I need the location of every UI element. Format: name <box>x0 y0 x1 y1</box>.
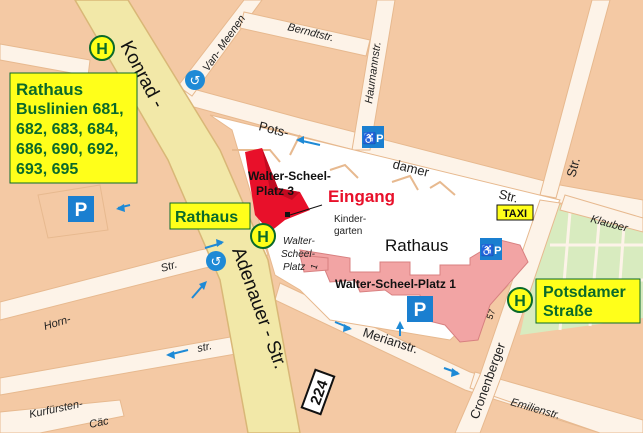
uturn-sign-mid: ↺ <box>206 251 226 271</box>
svg-text:P: P <box>414 300 427 321</box>
bus-stop-icon-rathaus: H <box>250 223 276 249</box>
bus-lines-line3: 682, 683, 684, <box>16 121 118 138</box>
svg-text:♿P: ♿P <box>362 132 383 145</box>
walter-scheel-3-line2: Platz 3 <box>256 184 294 198</box>
kindergarten-line1: Kinder- <box>334 214 366 225</box>
svg-text:H: H <box>257 229 269 246</box>
street-caec: Cäc <box>88 415 110 431</box>
arrow-heads <box>116 136 460 377</box>
parking-icon-left: P <box>68 196 94 222</box>
street-str-pots: Str. <box>497 186 520 205</box>
bus-lines-line2: Buslinien 681, <box>16 101 124 118</box>
svg-text:↺: ↺ <box>211 255 222 270</box>
svg-text:Potsdamer: Potsdamer <box>543 284 626 301</box>
entrance-arrow <box>289 204 323 216</box>
rathaus-stop-label: Rathaus <box>169 202 251 230</box>
potsdamer-stop-label: Potsdamer Straße <box>535 278 641 324</box>
svg-text:Rathaus: Rathaus <box>175 209 238 226</box>
eingang-label: Eingang <box>328 187 395 206</box>
street-str-lower: str. <box>196 340 213 355</box>
konrad-adenauer-road <box>74 0 301 433</box>
walter-scheel-1-label: Walter-Scheel-Platz 1 <box>335 277 456 291</box>
bus-lines-line4: 686, 690, 692, <box>16 141 118 158</box>
house-number-1: 1 <box>308 263 319 271</box>
bus-lines-line5: 693, 695 <box>16 161 78 178</box>
disabled-parking-icon-rathaus: ♿P <box>480 238 502 260</box>
street-str-horn: Str. <box>159 259 178 275</box>
disabled-parking-icon-top: ♿P <box>362 126 384 148</box>
walter-scheel-3-line1: Walter-Scheel- <box>248 169 331 183</box>
street-str-top: Str. <box>563 156 583 179</box>
walter-scheel-street-line3: Platz <box>283 262 305 273</box>
svg-text:Straße: Straße <box>543 303 593 320</box>
svg-text:↺: ↺ <box>190 74 201 89</box>
taxi-sign: TAXI <box>496 204 534 221</box>
bus-lines-line1: Rathaus <box>16 80 83 99</box>
svg-text:H: H <box>96 41 108 58</box>
svg-text:TAXI: TAXI <box>503 208 527 220</box>
walter-scheel-street-line1: Walter- <box>283 236 316 247</box>
wing-left-tab <box>299 254 329 273</box>
svg-text:P: P <box>75 200 88 221</box>
uturn-sign-top: ↺ <box>185 70 205 90</box>
bus-stop-icon-potsdamer: H <box>507 287 533 313</box>
parking-icon-center: P <box>407 296 433 322</box>
house-number-57: 57 <box>484 308 497 321</box>
rathaus-building-label: Rathaus <box>385 236 448 255</box>
walter-scheel-street-line2: Scheel- <box>281 249 316 260</box>
plaza-paths <box>232 134 456 196</box>
entrance-marker <box>285 212 290 217</box>
rathaus-wing <box>299 239 529 343</box>
svg-text:H: H <box>514 293 526 310</box>
bus-lines-label: Rathaus Buslinien 681, 682, 683, 684, 68… <box>9 72 138 184</box>
bus-stop-icon-top: H <box>89 35 115 61</box>
street-pots: Pots- <box>257 118 290 140</box>
cronenberger-road <box>454 199 561 433</box>
kindergarten-line2: garten <box>334 226 362 237</box>
svg-text:♿P: ♿P <box>480 244 501 257</box>
entrance-building-dark <box>262 148 300 200</box>
